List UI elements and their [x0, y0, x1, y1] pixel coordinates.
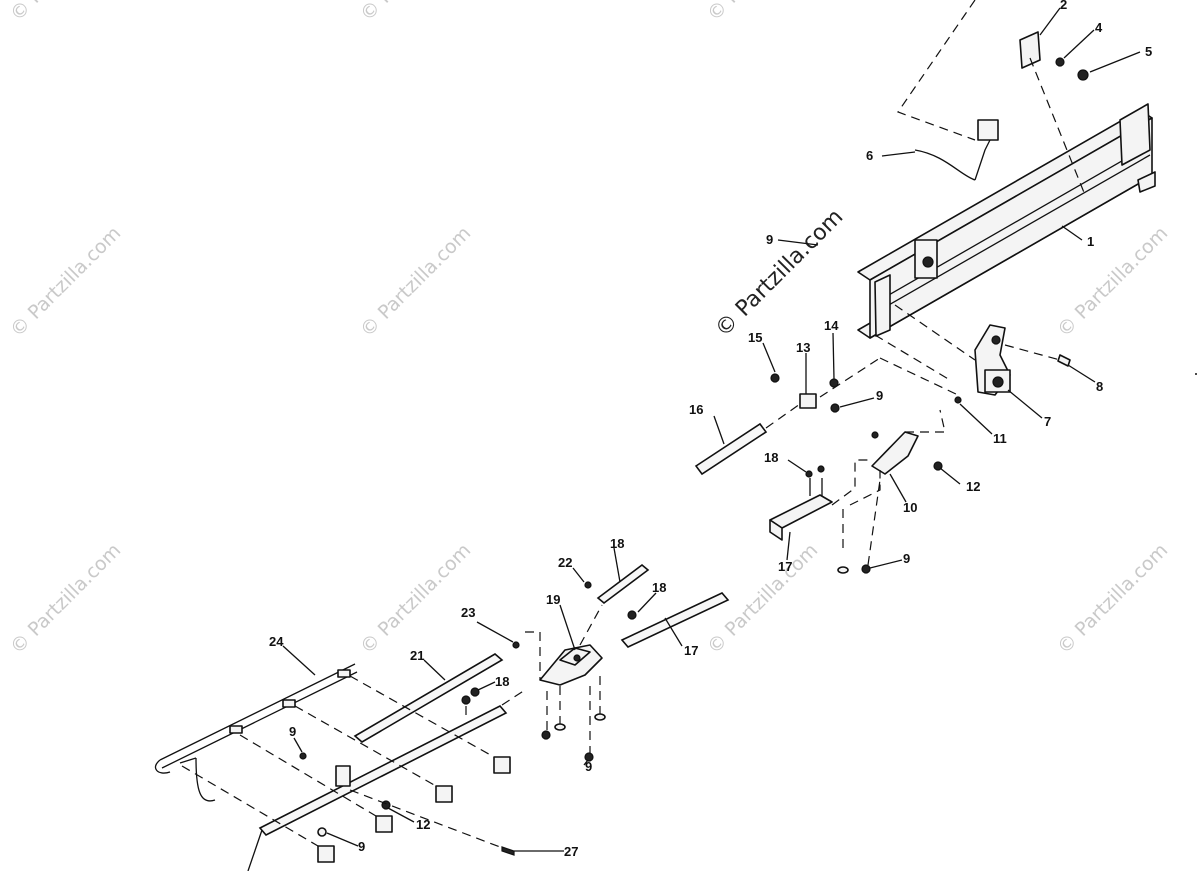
callout-label: 9	[876, 388, 883, 403]
short-rod	[596, 563, 650, 605]
leader-lines	[247, 7, 1141, 871]
callout-label: 11	[993, 431, 1007, 446]
pin	[461, 695, 471, 705]
yoke	[539, 644, 603, 686]
spacer	[375, 815, 393, 833]
spacer	[317, 845, 335, 863]
callout-label: 18	[495, 674, 509, 689]
washer	[861, 564, 871, 574]
callout-label: 14	[824, 318, 839, 333]
callout-label: 16	[689, 402, 703, 417]
callout-label: 23	[461, 605, 475, 620]
callout-label: 9	[585, 759, 592, 774]
rod	[694, 403, 801, 476]
callout-label: 1	[1087, 234, 1094, 249]
callout-label: 10	[903, 500, 917, 515]
pin	[770, 373, 780, 383]
callout-label: 17	[684, 643, 698, 658]
main-frame	[857, 103, 1156, 339]
watermark: © Partzilla.com	[6, 0, 125, 26]
callout-label: 8	[1096, 379, 1103, 394]
callout-label: 18	[764, 450, 778, 465]
callout-label: 12	[416, 817, 430, 832]
block	[799, 393, 817, 409]
lower-frame	[154, 663, 358, 802]
clip	[954, 396, 962, 404]
watermark: © Partzilla.com	[1053, 539, 1172, 658]
long-rod	[620, 592, 730, 648]
callout-label: 22	[558, 555, 572, 570]
callout-label: 12	[966, 479, 980, 494]
callout-label: 4	[1095, 20, 1103, 35]
watermark: © Partzilla.com	[6, 222, 125, 341]
callout-label: 13	[796, 340, 810, 355]
pin	[627, 610, 637, 620]
callout-label: 2	[1060, 0, 1067, 12]
spring	[501, 846, 515, 856]
washer	[1055, 57, 1065, 67]
pin	[512, 641, 520, 649]
watermark: © Partzilla.com	[356, 0, 475, 26]
washer	[554, 723, 566, 731]
bracket	[1019, 31, 1041, 69]
callout-label: 18	[652, 580, 666, 595]
callout-label: 9	[766, 232, 773, 247]
pin	[830, 403, 840, 413]
callout-label: 27	[564, 844, 578, 859]
pin	[1057, 354, 1071, 367]
washer	[317, 827, 327, 837]
callout-label: 19	[546, 592, 560, 607]
lower-rod	[258, 705, 508, 836]
callout-label: 18	[610, 536, 624, 551]
callout-label: 24	[269, 634, 284, 649]
callout-labels: 2 4 5 6 1 9 14 13 15 8 7 11 9 16 18 12 1…	[269, 0, 1152, 859]
lever-assembly	[974, 324, 1011, 396]
upper-rod	[353, 653, 504, 743]
callout-label: 9	[903, 551, 910, 566]
callout-label: 5	[1145, 44, 1152, 59]
callout-label: 15	[748, 330, 762, 345]
washer	[299, 752, 307, 760]
bracket	[335, 765, 351, 787]
watermark: © Partzilla.com	[6, 539, 125, 658]
washer	[594, 713, 606, 721]
spacer	[493, 756, 511, 774]
support-bracket	[914, 119, 999, 181]
speck	[1195, 373, 1197, 375]
callout-label: 9	[289, 724, 296, 739]
washer	[584, 752, 594, 762]
nut	[584, 581, 592, 589]
watermark: © Partzilla.com	[1053, 222, 1172, 341]
washer	[541, 730, 551, 740]
spacer	[435, 785, 453, 803]
callout-label: 7	[1044, 414, 1051, 429]
tube	[769, 465, 833, 541]
watermark: © Partzilla.com	[356, 222, 475, 341]
callout-label: 9	[358, 839, 365, 854]
callout-label: 21	[410, 648, 424, 663]
pin	[470, 687, 480, 697]
callout-label: 6	[866, 148, 873, 163]
lever	[871, 431, 943, 475]
watermark: © Partzilla.com	[356, 539, 475, 658]
washer	[837, 566, 849, 574]
callout-label: 17	[778, 559, 792, 574]
watermark: © Partzilla.com	[703, 0, 822, 26]
nut	[1077, 69, 1089, 81]
